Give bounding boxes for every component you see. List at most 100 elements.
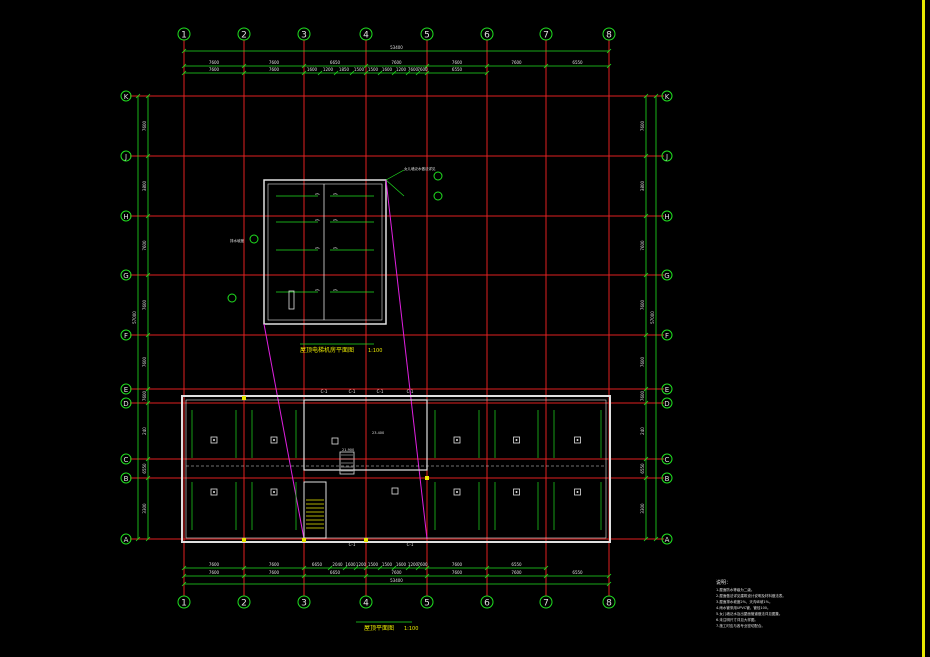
axis-bubble-col bbox=[602, 27, 616, 41]
roof-drain-dot bbox=[456, 439, 458, 441]
dim-top-row2-tick bbox=[391, 70, 397, 76]
dim-bottom-row1-label: 7600 bbox=[452, 562, 463, 567]
dim-top-row1-tick bbox=[363, 63, 369, 69]
slope-label: 2% bbox=[333, 192, 338, 196]
axis-bubble-row bbox=[661, 533, 673, 545]
roof-drain-dot bbox=[273, 491, 275, 493]
axis-bubble-row bbox=[120, 269, 132, 281]
skylight bbox=[339, 451, 355, 475]
axis-label-row: D bbox=[123, 400, 128, 408]
detail-bubble bbox=[249, 234, 259, 244]
dim-top-row2-label: 1200 bbox=[323, 67, 334, 72]
axis-bubble-col bbox=[237, 595, 251, 609]
dim-bottom-row1-tick bbox=[484, 565, 490, 571]
axis-bubble-col bbox=[420, 595, 434, 609]
roof-drain bbox=[331, 437, 339, 445]
dim-right-total-tick bbox=[653, 93, 659, 99]
dim-left-tick bbox=[145, 400, 151, 406]
dim-top-row2-label: 1200 bbox=[396, 67, 407, 72]
dim-top-row2-tick bbox=[241, 70, 247, 76]
elevation-mark: 21.900 bbox=[342, 448, 354, 452]
roof-drain-dot bbox=[515, 439, 518, 441]
column-marker bbox=[425, 476, 429, 480]
dim-right-tick bbox=[643, 93, 649, 99]
axis-label-row: A bbox=[665, 536, 670, 544]
dim-top-row1-label: 7600 bbox=[209, 60, 220, 65]
dim-bottom-row2-tick bbox=[301, 573, 307, 579]
dim-left-total-tick bbox=[135, 93, 141, 99]
column-marker bbox=[242, 538, 246, 542]
dim-left-total-tick bbox=[135, 536, 141, 542]
roof-drain bbox=[574, 436, 581, 444]
dim-top-row1-tick bbox=[424, 63, 430, 69]
dim-bottom-row2-tick bbox=[543, 573, 549, 579]
axis-bubble-col bbox=[539, 595, 553, 609]
slope-label: 2% bbox=[315, 288, 320, 292]
dim-top-row1-tick bbox=[543, 63, 549, 69]
dim-left-label: 6550 bbox=[142, 463, 147, 474]
dim-top-row1-label: 6550 bbox=[572, 60, 583, 65]
dim-bottom-row1-label: 1500 bbox=[382, 562, 393, 567]
column-marker bbox=[302, 538, 306, 542]
axis-bubble-col bbox=[177, 27, 191, 41]
dim-bottom-row2-label: 6650 bbox=[330, 570, 341, 575]
dim-bottom-row2-tick bbox=[241, 573, 247, 579]
dim-left-label: 7600 bbox=[142, 390, 147, 401]
dim-top-row1-label: 7600 bbox=[452, 60, 463, 65]
dim-left-total-label: 57000 bbox=[132, 311, 137, 324]
axis-bubble-row bbox=[120, 533, 132, 545]
dim-left-tick bbox=[145, 153, 151, 159]
dim-top-row1-tick bbox=[241, 63, 247, 69]
axis-label-col: 2 bbox=[241, 31, 247, 41]
roof-drain-dot bbox=[213, 439, 215, 441]
dim-right-total-tick bbox=[653, 536, 659, 542]
dim-bottom-row1-tick bbox=[405, 565, 411, 571]
axis-label-col: 8 bbox=[606, 31, 612, 41]
window-tag: C-1 bbox=[321, 389, 328, 394]
notes-item: 5.女儿墙泛水及出屋面管道做法详见图集。 bbox=[716, 611, 782, 616]
dim-left-tick bbox=[145, 475, 151, 481]
axis-label-col: 6 bbox=[484, 599, 490, 609]
dim-left-label: 240 bbox=[142, 427, 147, 435]
detail-bubble bbox=[433, 191, 443, 201]
axis-label-row: E bbox=[124, 386, 128, 394]
leader-line bbox=[385, 179, 405, 197]
roof-inner bbox=[185, 399, 607, 539]
slope-label: 2% bbox=[333, 288, 338, 292]
dim-bottom-row1-tick bbox=[241, 565, 247, 571]
dim-bottom-row1-tick bbox=[391, 565, 397, 571]
dim-right-label: 7600 bbox=[640, 390, 645, 401]
dim-top-row2-label: 7600 bbox=[269, 67, 280, 72]
dim-top-row2-tick bbox=[484, 70, 490, 76]
axis-bubble-col bbox=[480, 27, 494, 41]
dim-right-total-label: 57000 bbox=[650, 311, 655, 324]
dim-top-row1-tick bbox=[484, 63, 490, 69]
dim-bottom-total-tick bbox=[606, 581, 612, 587]
detail-bubble bbox=[433, 171, 443, 181]
dim-right-label: 3300 bbox=[640, 503, 645, 514]
roof-drain bbox=[574, 488, 581, 496]
axis-bubble-col bbox=[480, 595, 494, 609]
dim-right-tick bbox=[643, 272, 649, 278]
dim-top-row1-tick bbox=[606, 63, 612, 69]
axis-label-row: H bbox=[664, 213, 669, 221]
axis-bubble-row bbox=[120, 472, 132, 484]
axis-bubble-col bbox=[420, 27, 434, 41]
axis-bubble-col bbox=[237, 27, 251, 41]
roof-drain-dot bbox=[515, 491, 518, 493]
leader-line bbox=[385, 169, 405, 181]
axis-label-col: 7 bbox=[543, 599, 549, 609]
dim-bottom-row1-tick bbox=[415, 565, 421, 571]
axis-bubble-row bbox=[661, 383, 673, 395]
dim-left-label: 7600 bbox=[142, 356, 147, 367]
dim-left-label: 7600 bbox=[142, 299, 147, 310]
dim-bottom-total-tick bbox=[181, 581, 187, 587]
dim-bottom-row1-label: 2040 bbox=[332, 562, 343, 567]
axis-label-row: E bbox=[665, 386, 669, 394]
dim-top-row2-tick bbox=[405, 70, 411, 76]
main-plan-scale: 1:100 bbox=[404, 626, 418, 632]
dim-bottom-row1-label: 1200 bbox=[356, 562, 367, 567]
dim-bottom-row1-tick bbox=[543, 565, 549, 571]
dim-top-row2-tick bbox=[377, 70, 383, 76]
